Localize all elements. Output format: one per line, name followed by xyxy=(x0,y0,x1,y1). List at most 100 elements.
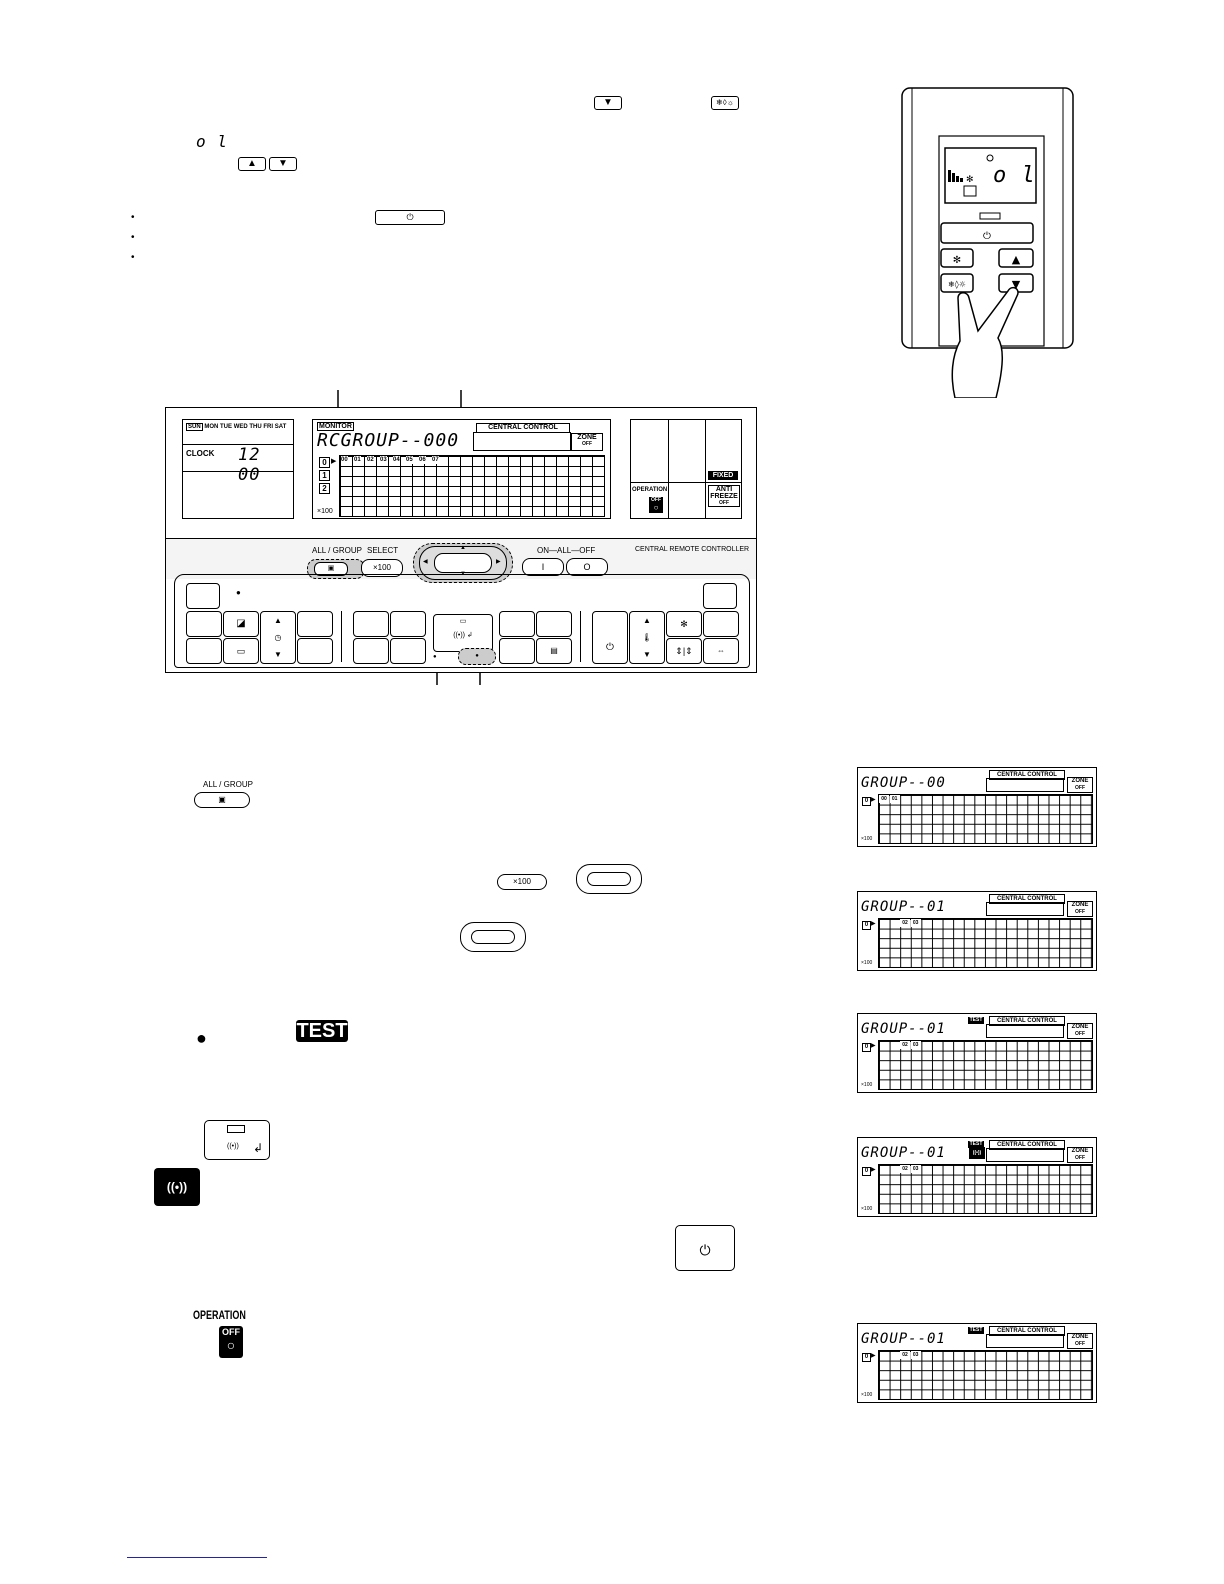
lcd-group-text: GROUP--00 xyxy=(861,775,946,791)
col-01: 01 xyxy=(354,456,361,464)
bullet-3: • xyxy=(131,252,135,263)
step-test-badge: TEST xyxy=(296,1020,348,1042)
step-all-group-button: ▣ xyxy=(194,792,250,808)
select-label: SELECT xyxy=(367,546,399,555)
bullet-1: • xyxy=(131,212,135,223)
button-b1[interactable]: ◪ xyxy=(223,611,259,637)
on-button[interactable]: I xyxy=(522,558,564,576)
run-stop-button[interactable]: ⏻ xyxy=(592,611,628,664)
on-all-off-label: ON—ALL—OFF xyxy=(537,546,596,555)
fan-button[interactable]: ✻ xyxy=(666,611,702,637)
clock-label: CLOCK xyxy=(186,449,215,458)
button-h1[interactable] xyxy=(703,611,739,637)
lcd-central-control: CENTRAL CONTROL xyxy=(989,770,1065,780)
lcd-row-0: 0 xyxy=(862,1043,871,1052)
col-02: 02 xyxy=(367,456,374,464)
button-g2[interactable]: ▤ xyxy=(536,638,572,664)
day-thu: THU xyxy=(249,424,262,430)
lcd-cell-number: 03 xyxy=(910,1351,921,1359)
lcd-row-0: 0 xyxy=(862,1353,871,1362)
lcd-group-text: GROUP--01 xyxy=(861,1331,946,1347)
lcd-cell-number: 01 xyxy=(889,795,900,803)
cursor-center[interactable] xyxy=(434,553,492,573)
button-e1[interactable] xyxy=(390,611,426,637)
row-2: 2 xyxy=(319,483,330,494)
lcd-cell-number: 02 xyxy=(900,1041,910,1049)
operation-off-badge: OFF○ xyxy=(649,497,663,513)
handheld-remote: ✻ ⏻ ✻ ▲ ❄◊☼ ▼ xyxy=(901,87,1074,398)
button-c2[interactable] xyxy=(297,638,333,664)
lcd-cell-number: 03 xyxy=(910,919,921,927)
lcd-check-signal-icon: ((•)) xyxy=(969,1147,985,1159)
mode-key: ❄◊☼ xyxy=(711,96,739,110)
lcd-x100: ×100 xyxy=(861,1392,873,1398)
louver-button[interactable]: ⇕|⇕ xyxy=(666,638,702,664)
onoff-key: ⏻ xyxy=(375,210,445,225)
lcd-cell-number: 02 xyxy=(900,919,910,927)
lcd-central-control: CENTRAL CONTROL xyxy=(989,1016,1065,1026)
button-g1[interactable] xyxy=(536,611,572,637)
step-cursor-pad xyxy=(576,864,642,894)
x100-button[interactable]: ×100 xyxy=(361,559,403,577)
lcd-grid xyxy=(878,1350,1093,1400)
day-tue: TUE xyxy=(220,424,233,430)
lcd-test-badge: TEST xyxy=(968,1327,984,1334)
button-a2[interactable] xyxy=(186,638,222,664)
temp-stepper[interactable]: ▲🌡▼ xyxy=(629,611,665,664)
lcd-grid xyxy=(878,1040,1093,1090)
button-a1[interactable] xyxy=(186,611,222,637)
operation-label: OPERATION xyxy=(632,487,668,493)
svg-text:▼: ▼ xyxy=(1012,278,1021,291)
button-right-top[interactable] xyxy=(703,583,737,609)
off-button[interactable]: O xyxy=(566,558,608,576)
button-d2[interactable] xyxy=(353,638,389,664)
step-cursor-center xyxy=(460,922,526,952)
all-group-button[interactable]: ▣ xyxy=(314,562,348,576)
lcd-test-badge: TEST xyxy=(968,1017,984,1024)
lcd-grid xyxy=(878,1164,1093,1214)
all-group-label: ALL / GROUP xyxy=(312,546,362,555)
col-07: 07 xyxy=(432,456,439,464)
lcd-group-text: GROUP--01 xyxy=(861,899,946,915)
button-b2[interactable]: ▭ xyxy=(223,638,259,664)
lcd-cell-number: 02 xyxy=(900,1165,910,1173)
central-controller-panel: SUN MON TUE WED THU FRI SAT CLOCK 12 00 … xyxy=(165,407,757,673)
button-left-top[interactable] xyxy=(186,583,220,609)
lcd-cell-number: 00 xyxy=(879,795,889,803)
col-04: 04 xyxy=(393,456,400,464)
col-05: 05 xyxy=(406,456,413,464)
group-text: RCGROUP--000 xyxy=(317,430,460,451)
brand-label: CENTRAL REMOTE CONTROLLER xyxy=(635,546,750,553)
button-f1[interactable] xyxy=(499,611,535,637)
monitor-label: MONITOR xyxy=(317,422,354,431)
clock-time: 12 00 xyxy=(238,445,261,485)
lcd-cell-number: 03 xyxy=(910,1165,921,1173)
lcd-cell-number: 03 xyxy=(910,1041,921,1049)
unit-grid xyxy=(339,455,605,517)
row-1: 1 xyxy=(319,470,330,481)
button-e2[interactable] xyxy=(390,638,426,664)
lcd-test-badge: TEST xyxy=(968,1141,984,1148)
up-arrow-key: ▲ xyxy=(238,157,266,171)
lcd-grid xyxy=(878,794,1093,844)
monitor-display: MONITOR RCGROUP--000 CENTRAL CONTROL ZON… xyxy=(312,419,611,519)
clock-display: SUN MON TUE WED THU FRI SAT CLOCK 12 00 xyxy=(182,419,294,519)
button-c1[interactable] xyxy=(297,611,333,637)
check-button[interactable]: ▭((•)) ↲ xyxy=(433,614,493,652)
step-off-badge: OFF○ xyxy=(219,1326,243,1358)
button-d1[interactable] xyxy=(353,611,389,637)
footer-link-line xyxy=(127,1557,267,1558)
lcd-x100: ×100 xyxy=(861,960,873,966)
timer-stepper[interactable]: ▲◷▼ xyxy=(260,611,296,664)
button-f2[interactable] xyxy=(499,638,535,664)
svg-text:⏻: ⏻ xyxy=(983,231,991,242)
lcd-row-0: 0 xyxy=(862,1167,871,1176)
vent-button[interactable]: ⇔ xyxy=(703,638,739,664)
